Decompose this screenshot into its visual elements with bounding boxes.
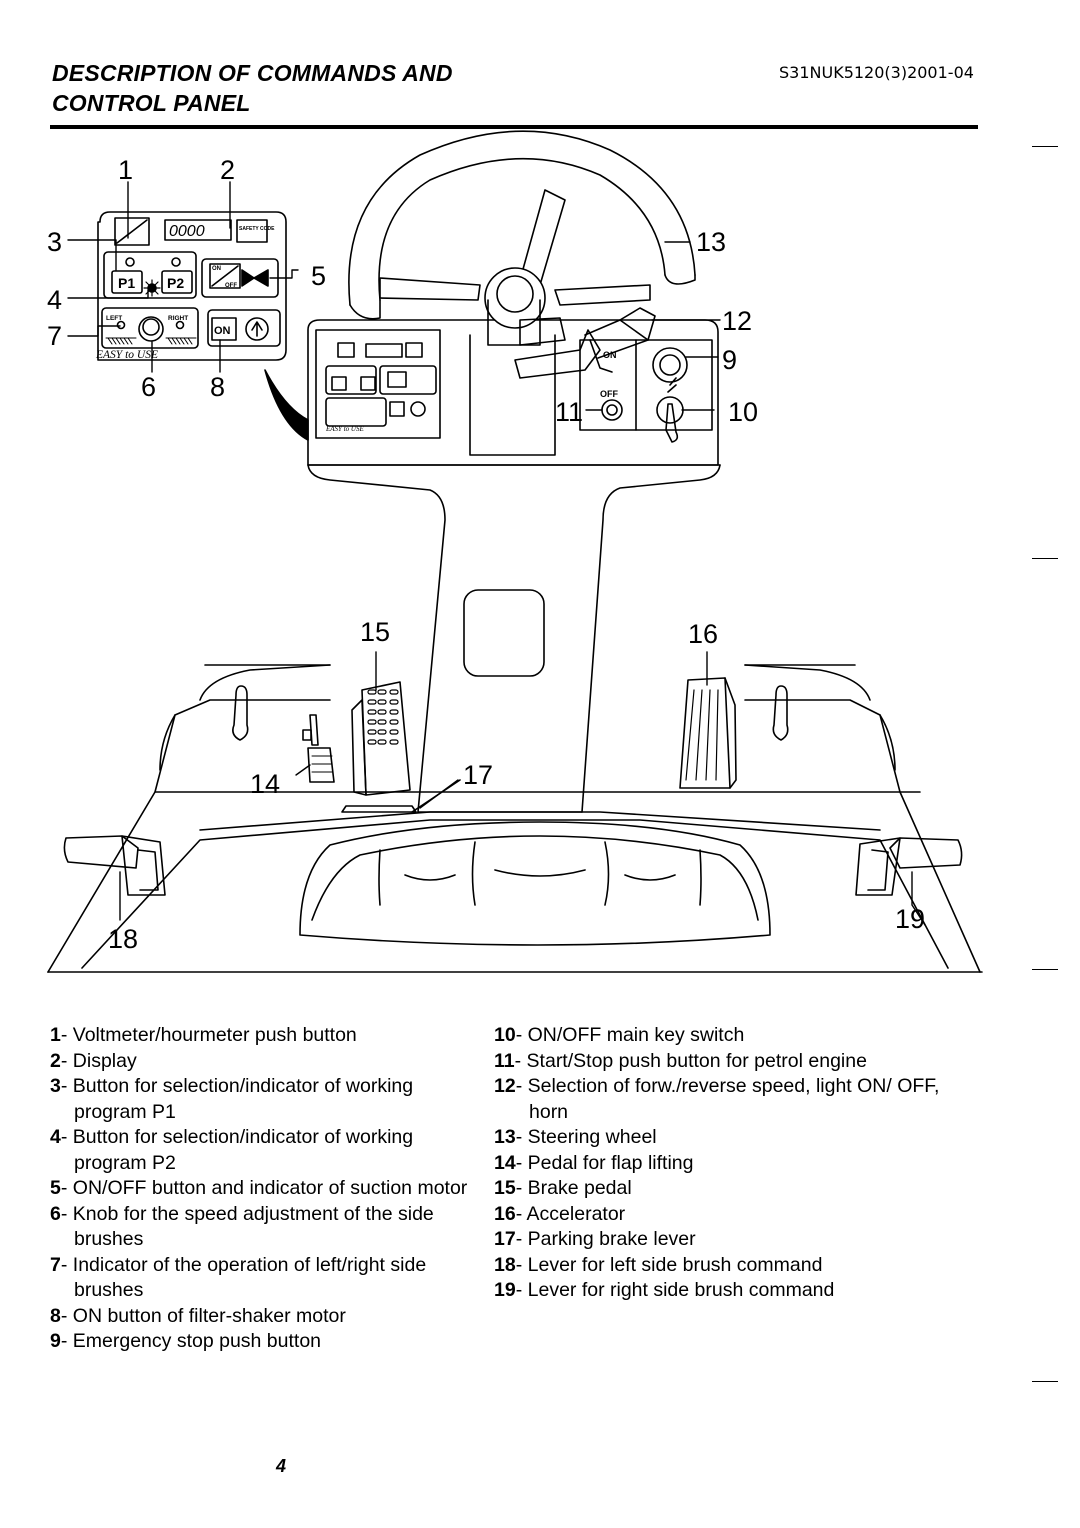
callout-6: 6 (141, 372, 156, 402)
page-title: DESCRIPTION OF COMMANDS AND CONTROL PANE… (52, 58, 453, 118)
side-posts (232, 685, 789, 741)
on-button-label: ON (214, 325, 231, 337)
right-label: RIGHT (168, 315, 188, 322)
callout-14: 14 (250, 769, 280, 799)
callout-4: 4 (47, 285, 62, 315)
dash-edge (264, 369, 309, 441)
legend-item: 5- ON/OFF button and indicator of suctio… (50, 1177, 468, 1199)
emergency-stop-button[interactable] (652, 347, 688, 383)
callout-18: 18 (108, 924, 138, 954)
legend-item: 3- Button for selection/indicator of wor… (50, 1075, 414, 1123)
seat (299, 821, 771, 946)
multifunction-lever[interactable] (584, 307, 656, 373)
fan-icon (241, 269, 269, 287)
legend-item: 13- Steering wheel (494, 1126, 657, 1148)
legend-item: 16- Accelerator (494, 1202, 626, 1225)
column-window (463, 589, 545, 677)
svg-text:OFF: OFF (600, 389, 618, 399)
legend-item: 2- Display (50, 1049, 137, 1072)
callout-1: 1 (118, 155, 133, 185)
callout-17: 17 (463, 760, 493, 790)
p1-label: P1 (118, 275, 135, 291)
legend-item: 18- Lever for left side brush command (494, 1253, 823, 1276)
svg-text:EASY to USE: EASY to USE (325, 425, 364, 433)
steering-wheel[interactable] (348, 130, 696, 379)
parking-brake-lever[interactable] (341, 779, 461, 813)
legend-item: 15- Brake pedal (494, 1177, 632, 1199)
safety-code-label (236, 219, 268, 243)
off-mini-label: OFF (225, 283, 237, 289)
legend-item: 7- Indicator of the operation of left/ri… (50, 1253, 427, 1302)
dashboard: EASY to USE OFF ON (307, 319, 719, 466)
right-brush-lever[interactable] (855, 837, 963, 896)
legend-left: 1- Voltmeter/hourmeter push button 2- Di… (50, 1023, 470, 1355)
legend-item: 4- Button for selection/indicator of wor… (50, 1126, 414, 1174)
callout-9: 9 (722, 345, 737, 375)
p2-button[interactable] (161, 270, 193, 294)
display (164, 219, 232, 241)
legend-item: 12- Selection of forw./reverse speed, li… (494, 1075, 940, 1123)
legend-right: 10- ON/OFF main key switch 11- Start/Sto… (494, 1023, 944, 1304)
flap-lifting-pedal[interactable] (302, 714, 335, 783)
callout-12: 12 (722, 306, 752, 336)
speed-knob[interactable] (138, 316, 164, 342)
callout-10: 10 (728, 397, 758, 427)
legend-item: 6- Knob for the speed adjustment of the … (50, 1202, 434, 1251)
page-number: 4 (276, 1456, 287, 1476)
leader-lines (67, 181, 926, 926)
document-code: S31NUK5120(3)2001-04 (779, 63, 974, 82)
margin-tick (1032, 1381, 1058, 1382)
p1-button[interactable] (111, 270, 143, 294)
callout-16: 16 (688, 619, 718, 649)
left-label: LEFT (106, 315, 122, 322)
legend-item: 8- ON button of filter-shaker motor (50, 1304, 346, 1327)
callout-3: 3 (47, 227, 62, 257)
callout-2: 2 (220, 155, 235, 185)
accelerator-pedal[interactable] (679, 677, 737, 789)
title-line-2: CONTROL PANEL (52, 90, 251, 116)
header-rule (50, 125, 978, 129)
left-brush-lever[interactable] (63, 835, 166, 896)
legend-item: 9- Emergency stop push button (50, 1330, 322, 1352)
start-stop-button[interactable] (601, 399, 623, 421)
svg-text:ON: ON (603, 350, 617, 360)
callout-19: 19 (895, 904, 925, 934)
margin-tick (1032, 969, 1058, 970)
margin-tick (1032, 558, 1058, 559)
horn-icon (245, 317, 269, 341)
display-value: 0000 (169, 223, 205, 240)
callout-5: 5 (311, 261, 326, 291)
legend-item: 14- Pedal for flap lifting (494, 1151, 694, 1174)
title-line-1: DESCRIPTION OF COMMANDS AND (52, 60, 453, 86)
voltmeter-button[interactable] (114, 217, 150, 246)
key-switch[interactable] (656, 396, 684, 424)
suction-motor-button[interactable] (209, 263, 241, 289)
legend-item: 11- Start/Stop push button for petrol en… (494, 1049, 867, 1072)
legend-item: 10- ON/OFF main key switch (494, 1024, 745, 1046)
control-panel-inset: 0000 SAFETY CODE P1 P2 ON OFF LEFT RIGHT… (95, 211, 287, 361)
callout-11: 11 (555, 397, 583, 427)
safety-code-text: SAFETY CODE (239, 226, 275, 232)
callout-numbers: 1 2 3 4 5 6 7 8 9 10 11 12 13 14 15 16 1… (47, 155, 925, 954)
callout-7: 7 (47, 321, 62, 351)
margin-tick (1032, 146, 1058, 147)
filter-shaker-button[interactable] (211, 317, 237, 341)
callout-15: 15 (360, 617, 390, 647)
callout-8: 8 (210, 372, 225, 402)
callout-13: 13 (696, 227, 726, 257)
control-panel-diagram: EASY to USE OFF ON (47, 130, 983, 973)
on-mini-label: ON (212, 266, 221, 272)
p2-label: P2 (167, 275, 184, 291)
easy-to-use-label: EASY to USE (95, 349, 158, 361)
brake-pedal[interactable] (351, 681, 411, 796)
legend-item: 1- Voltmeter/hourmeter push button (50, 1024, 357, 1046)
machine-body (47, 664, 983, 973)
legend-item: 19- Lever for right side brush command (494, 1279, 835, 1301)
legend-item: 17- Parking brake lever (494, 1228, 696, 1250)
